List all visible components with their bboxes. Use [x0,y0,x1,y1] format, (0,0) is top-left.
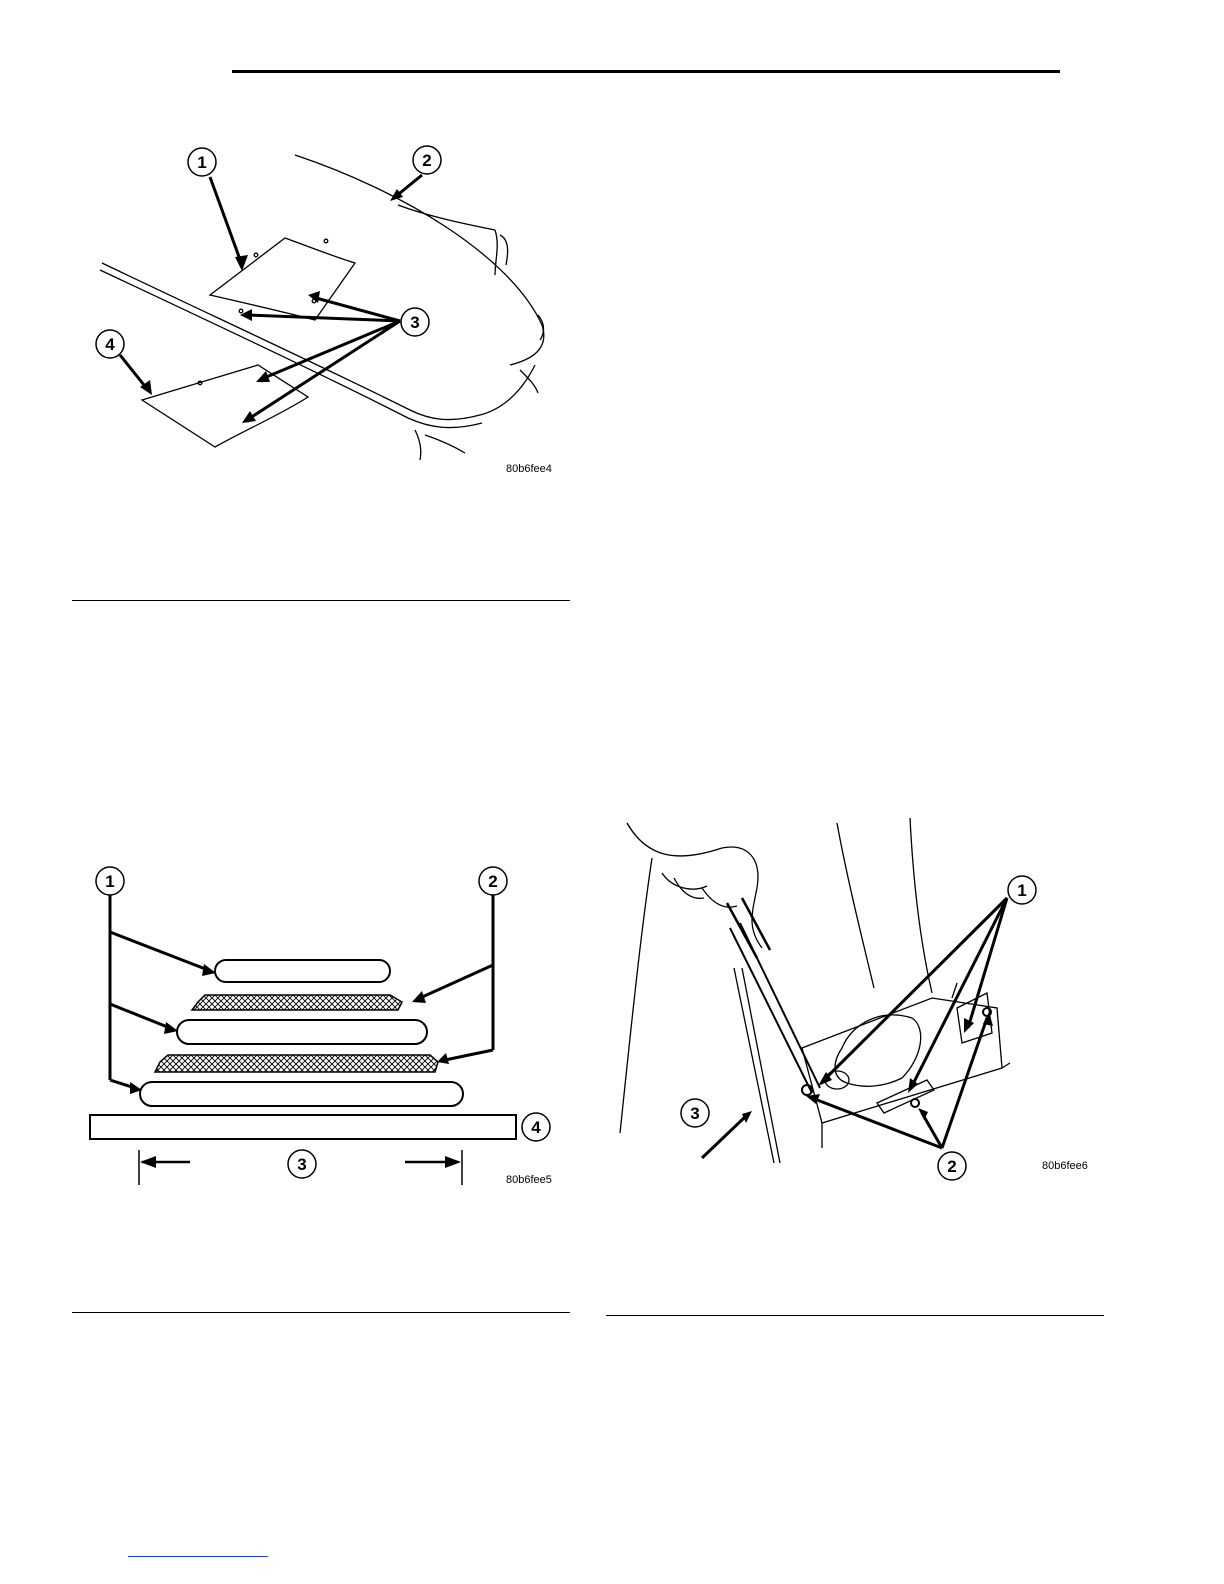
fig1-callout-3: 3 [410,313,419,332]
header-rule [232,70,1060,73]
figure-roof-patches-drawing: 1 2 3 4 80b6fee4 [80,135,570,495]
fig2-callout-4: 4 [531,1118,541,1137]
figure-roof-patches: 1 2 3 4 80b6fee4 [80,135,570,495]
fig1-callout-4: 4 [105,335,115,354]
fig2-callout-2: 2 [488,872,497,891]
fig3-callout-1: 1 [1017,881,1026,900]
section-rule-2 [72,1312,570,1313]
fig3-callout-3: 3 [690,1104,699,1123]
figure-screwdriver-drawing: 1 2 3 80b6fee6 [612,818,1102,1188]
section-rule-3 [606,1315,1104,1316]
footer-link-underline[interactable] [128,1556,268,1557]
section-rule-1 [72,600,570,601]
fig1-callout-2: 2 [422,151,431,170]
fig1-callout-1: 1 [197,153,206,172]
fig2-callout-1: 1 [105,872,114,891]
fig3-callout-2: 2 [947,1157,956,1176]
figure-layer-stack-drawing: 1 2 3 4 80b6fee5 [80,860,570,1190]
figure-screwdriver: 1 2 3 80b6fee6 [612,818,1102,1188]
fig1-id-label: 80b6fee4 [506,463,552,475]
fig2-callout-3: 3 [297,1155,306,1174]
fig2-id-label: 80b6fee5 [506,1174,552,1186]
fig3-id-label: 80b6fee6 [1042,1160,1088,1172]
figure-layer-stack: 1 2 3 4 80b6fee5 [80,860,570,1190]
